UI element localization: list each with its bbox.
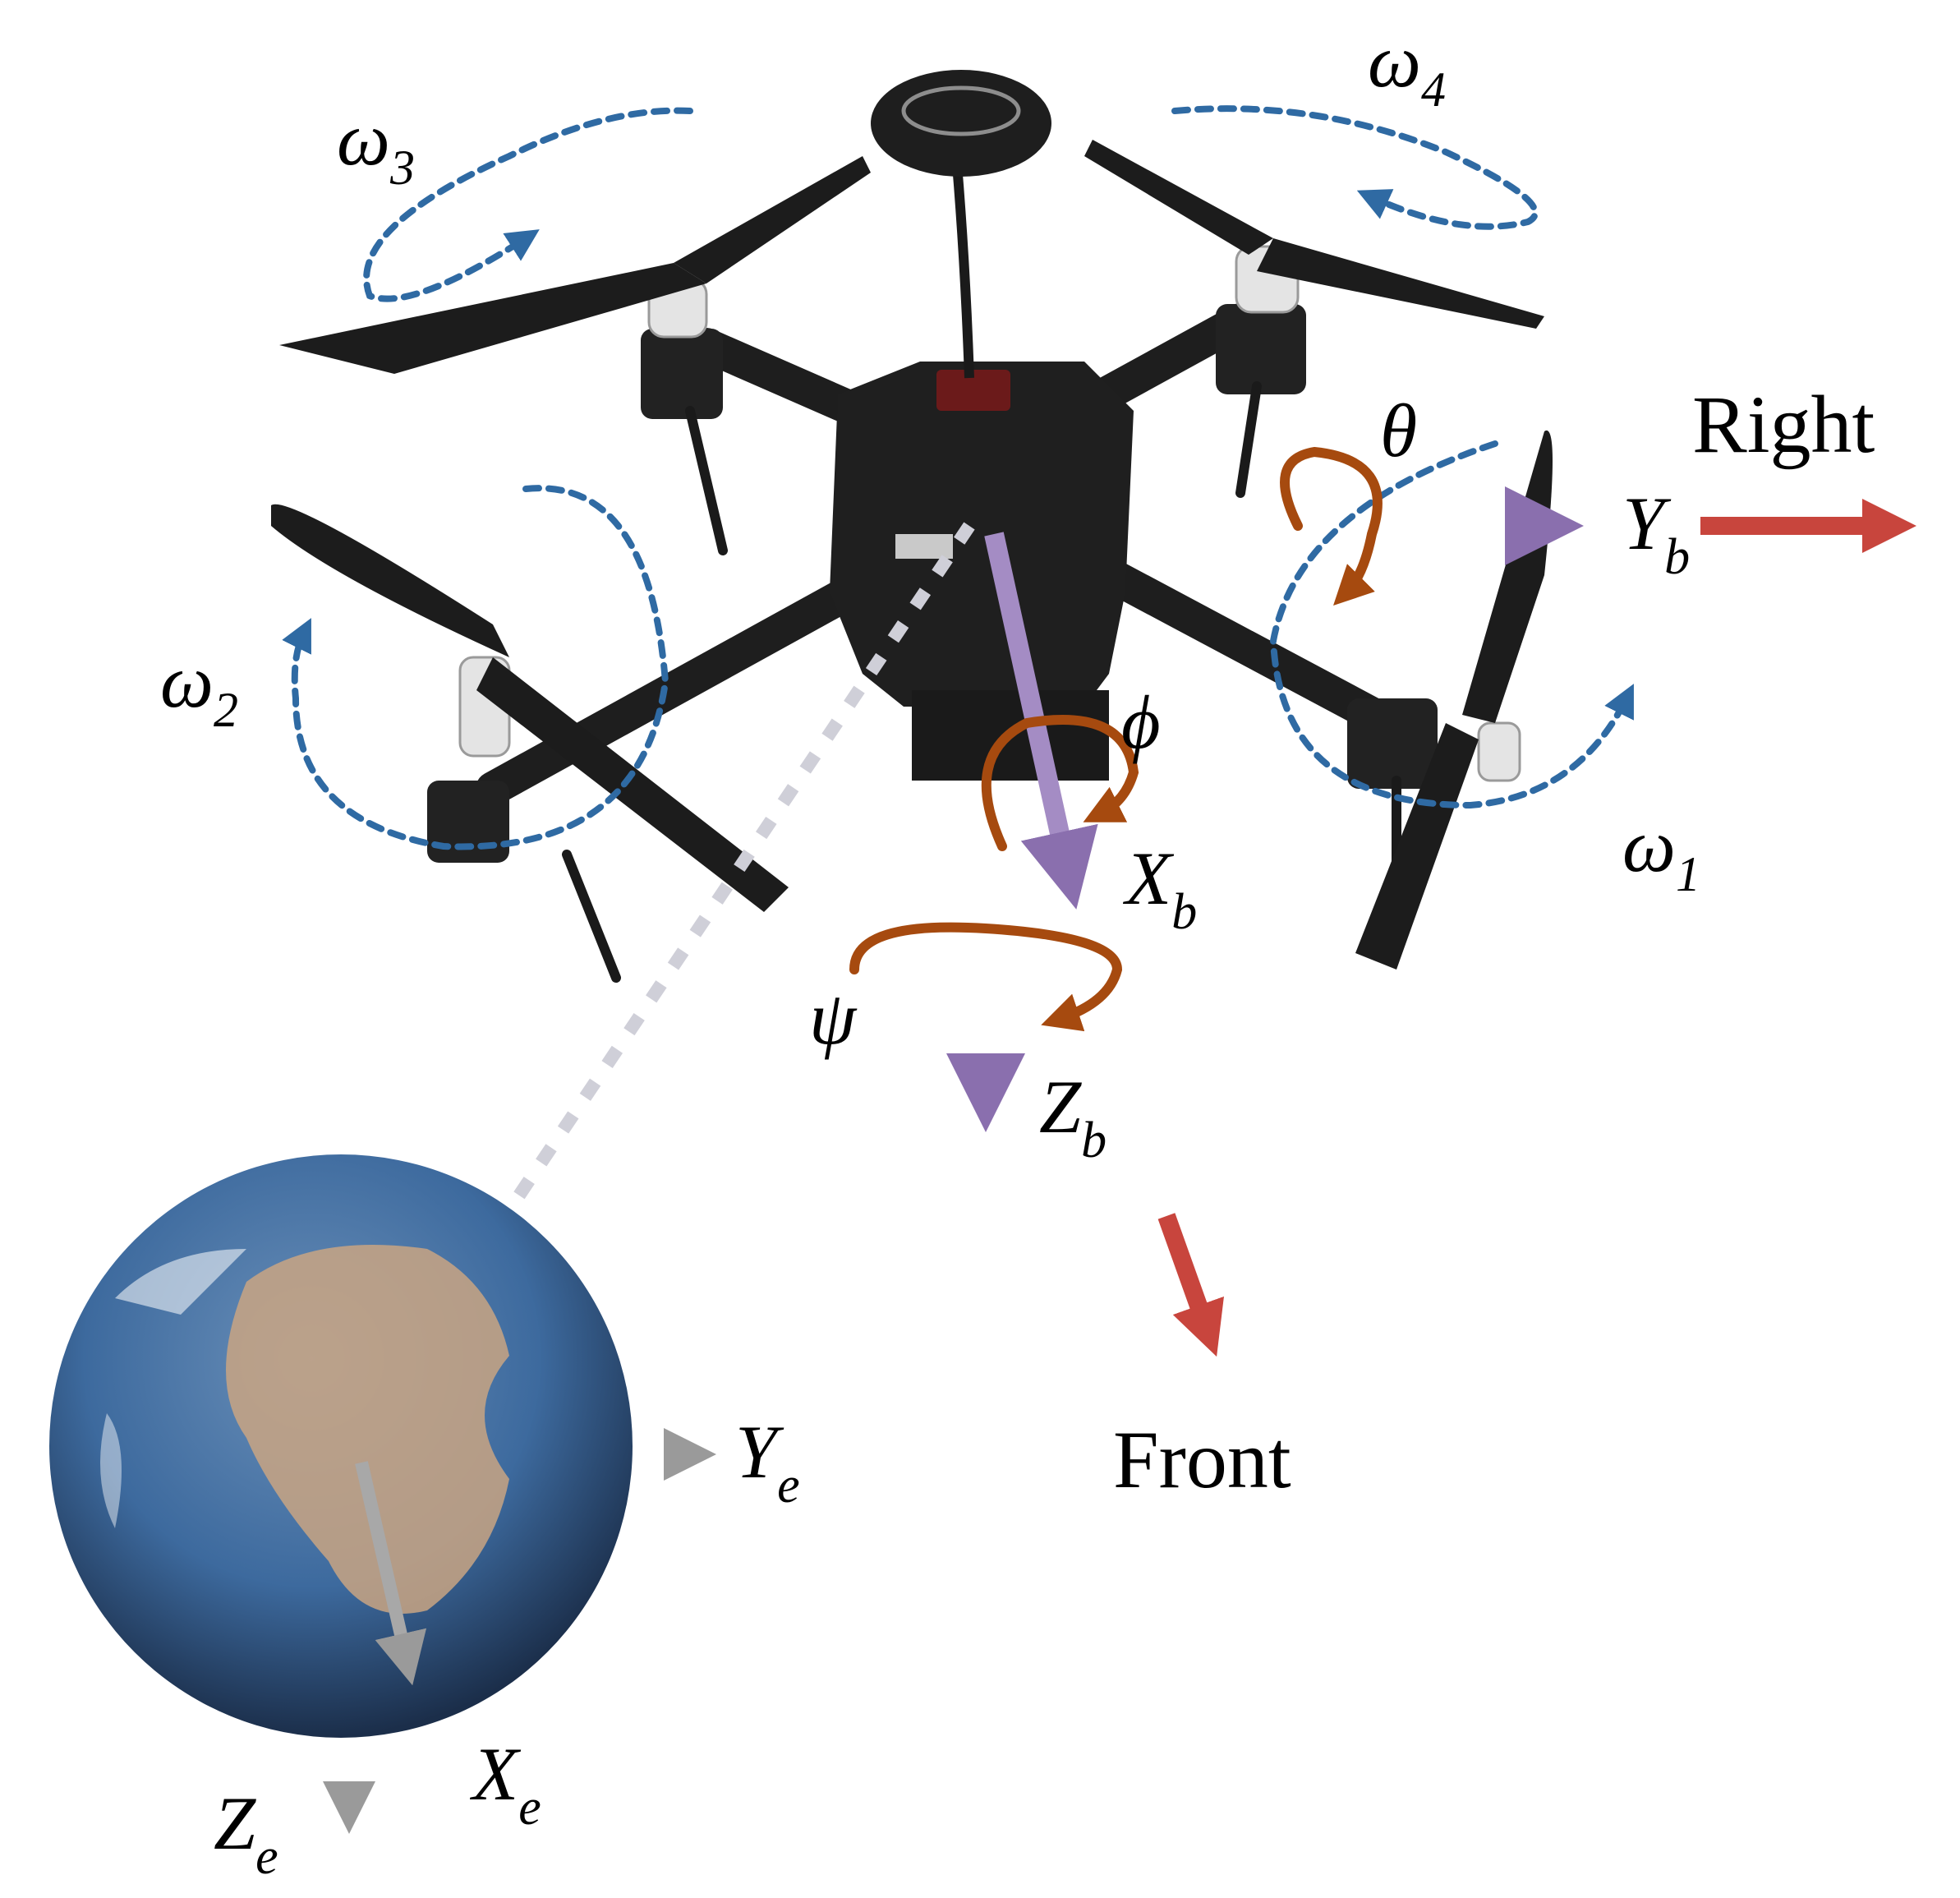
body-x-axis — [984, 532, 1098, 910]
earth-frame-axes — [323, 1428, 716, 1834]
body-z-label: Zb — [1039, 1065, 1107, 1168]
yaw-angle-label: ψ — [809, 976, 858, 1060]
body-y-label: Yb — [1622, 481, 1690, 585]
earth-y-label: Ye — [735, 1410, 800, 1513]
earth-globe — [49, 1154, 633, 1738]
front-direction-arrow — [1157, 1213, 1224, 1357]
right-label: Right — [1692, 379, 1875, 470]
direction-arrows — [1157, 499, 1916, 1357]
roll-angle-label: ϕ — [1121, 680, 1161, 764]
earth-x-axis — [355, 1461, 427, 1686]
rotor-2-spin-arrow — [282, 485, 669, 850]
rotor-2-label: ω2 — [160, 639, 238, 737]
propellers — [271, 140, 1553, 970]
front-label: Front — [1113, 1414, 1291, 1505]
rotor-3-label: ω3 — [337, 97, 415, 195]
rotor-4-label: ω4 — [1368, 19, 1446, 117]
yaw-rotation-arrow — [849, 922, 1123, 1032]
rotation-arrows — [849, 446, 1383, 1032]
rotor-4-spin-arrow — [1171, 105, 1539, 230]
earth-z-label: Ze — [214, 1781, 278, 1885]
rotor-1-label: ω1 — [1622, 804, 1700, 901]
motor-mounts — [427, 304, 1438, 863]
pitch-angle-label: θ — [1380, 389, 1417, 472]
earth-x-label: Xe — [469, 1732, 541, 1836]
body-x-label: Xb — [1122, 836, 1197, 940]
gps-mast — [871, 70, 1051, 379]
roll-rotation-arrow — [981, 715, 1139, 851]
pitch-rotation-arrow — [1280, 446, 1383, 606]
earth-to-body-link — [339, 522, 975, 1458]
rotor-3-spin-arrow — [363, 107, 693, 302]
